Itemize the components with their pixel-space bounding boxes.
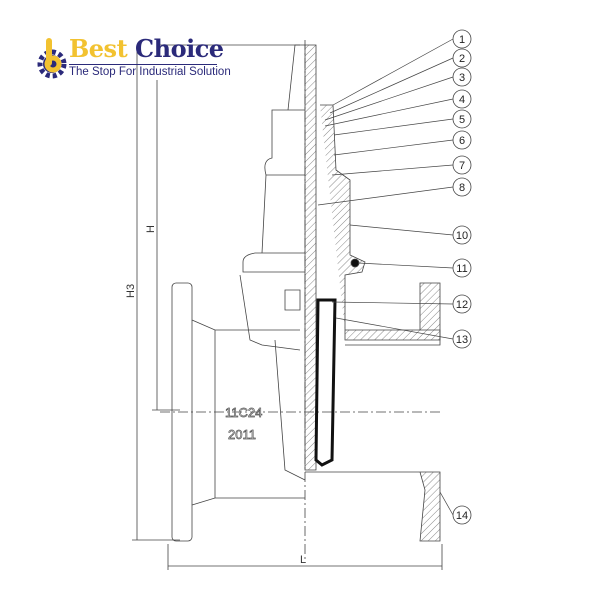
callout-leader-line xyxy=(331,164,454,176)
callout-number: 2 xyxy=(459,53,465,65)
valve-section-right xyxy=(304,44,441,542)
dimension-lines xyxy=(132,44,443,570)
callout-number: 10 xyxy=(456,230,468,242)
callout-circle xyxy=(452,225,472,245)
callout-leader-line xyxy=(349,224,454,236)
callout-number: 6 xyxy=(459,135,465,147)
dim-h-label: H xyxy=(145,225,157,233)
callout-number: 11 xyxy=(456,263,467,275)
dim-l-label: L xyxy=(300,554,306,566)
callout-number: 1 xyxy=(459,34,465,46)
callout-13: 13 xyxy=(335,317,472,349)
casting-code: 11C24 xyxy=(225,405,262,420)
callout-circle xyxy=(452,177,472,197)
callout-leader-line xyxy=(357,262,454,269)
brand-word-best: Best xyxy=(69,34,128,63)
logo: Best Choice The Stop For Industrial Solu… xyxy=(36,34,231,84)
callout-leader-line xyxy=(335,317,454,340)
callout-10: 10 xyxy=(349,224,472,245)
callout-circle xyxy=(452,109,472,129)
callout-circle xyxy=(452,67,472,87)
callout-circle xyxy=(452,29,472,49)
callout-leader-line xyxy=(332,38,454,106)
callout-leader-line xyxy=(317,186,454,206)
callout-circle xyxy=(452,294,472,314)
callout-circle xyxy=(452,155,472,175)
callout-number: 7 xyxy=(459,160,465,172)
callout-leader-line xyxy=(324,98,454,127)
callout-4: 4 xyxy=(324,89,472,127)
callout-circle xyxy=(452,505,472,525)
callout-3: 3 xyxy=(324,67,472,121)
callout-circle xyxy=(452,258,472,278)
logo-divider xyxy=(69,64,217,65)
callout-8: 8 xyxy=(317,177,472,206)
callout-number: 3 xyxy=(459,72,465,84)
logo-tagline: The Stop For Industrial Solution xyxy=(69,66,231,78)
gear-b-icon xyxy=(37,38,67,79)
callout-11: 11 xyxy=(357,258,472,278)
callout-1: 1 xyxy=(332,29,472,106)
callout-number: 8 xyxy=(459,182,465,194)
callout-leader-line xyxy=(333,139,454,156)
callout-circle xyxy=(452,329,472,349)
callout-leader-line xyxy=(439,491,454,516)
callout-6: 6 xyxy=(333,130,472,156)
dim-h3-label: H3 xyxy=(125,284,137,298)
callout-number: 14 xyxy=(456,510,468,522)
callout-number: 5 xyxy=(459,114,465,126)
callout-number: 13 xyxy=(456,334,468,346)
callout-leader-line xyxy=(333,118,454,136)
casting-year: 2011 xyxy=(228,427,256,442)
callout-leader-line xyxy=(329,57,454,114)
callout-leader-line xyxy=(331,301,454,305)
brand-word-choice: Choice xyxy=(135,34,224,63)
callout-circle xyxy=(452,130,472,150)
callout-circle xyxy=(452,89,472,109)
callout-14: 14 xyxy=(439,491,472,525)
valve-exterior-left xyxy=(171,44,306,542)
brand-name: Best Choice xyxy=(69,34,224,63)
callout-2: 2 xyxy=(329,48,472,114)
callout-7: 7 xyxy=(331,155,472,176)
callout-12: 12 xyxy=(331,294,472,314)
callout-leader-line xyxy=(324,76,454,121)
callout-number: 12 xyxy=(456,299,468,311)
callout-5: 5 xyxy=(333,109,472,136)
callout-number: 4 xyxy=(459,94,465,106)
callout-circle xyxy=(452,48,472,68)
